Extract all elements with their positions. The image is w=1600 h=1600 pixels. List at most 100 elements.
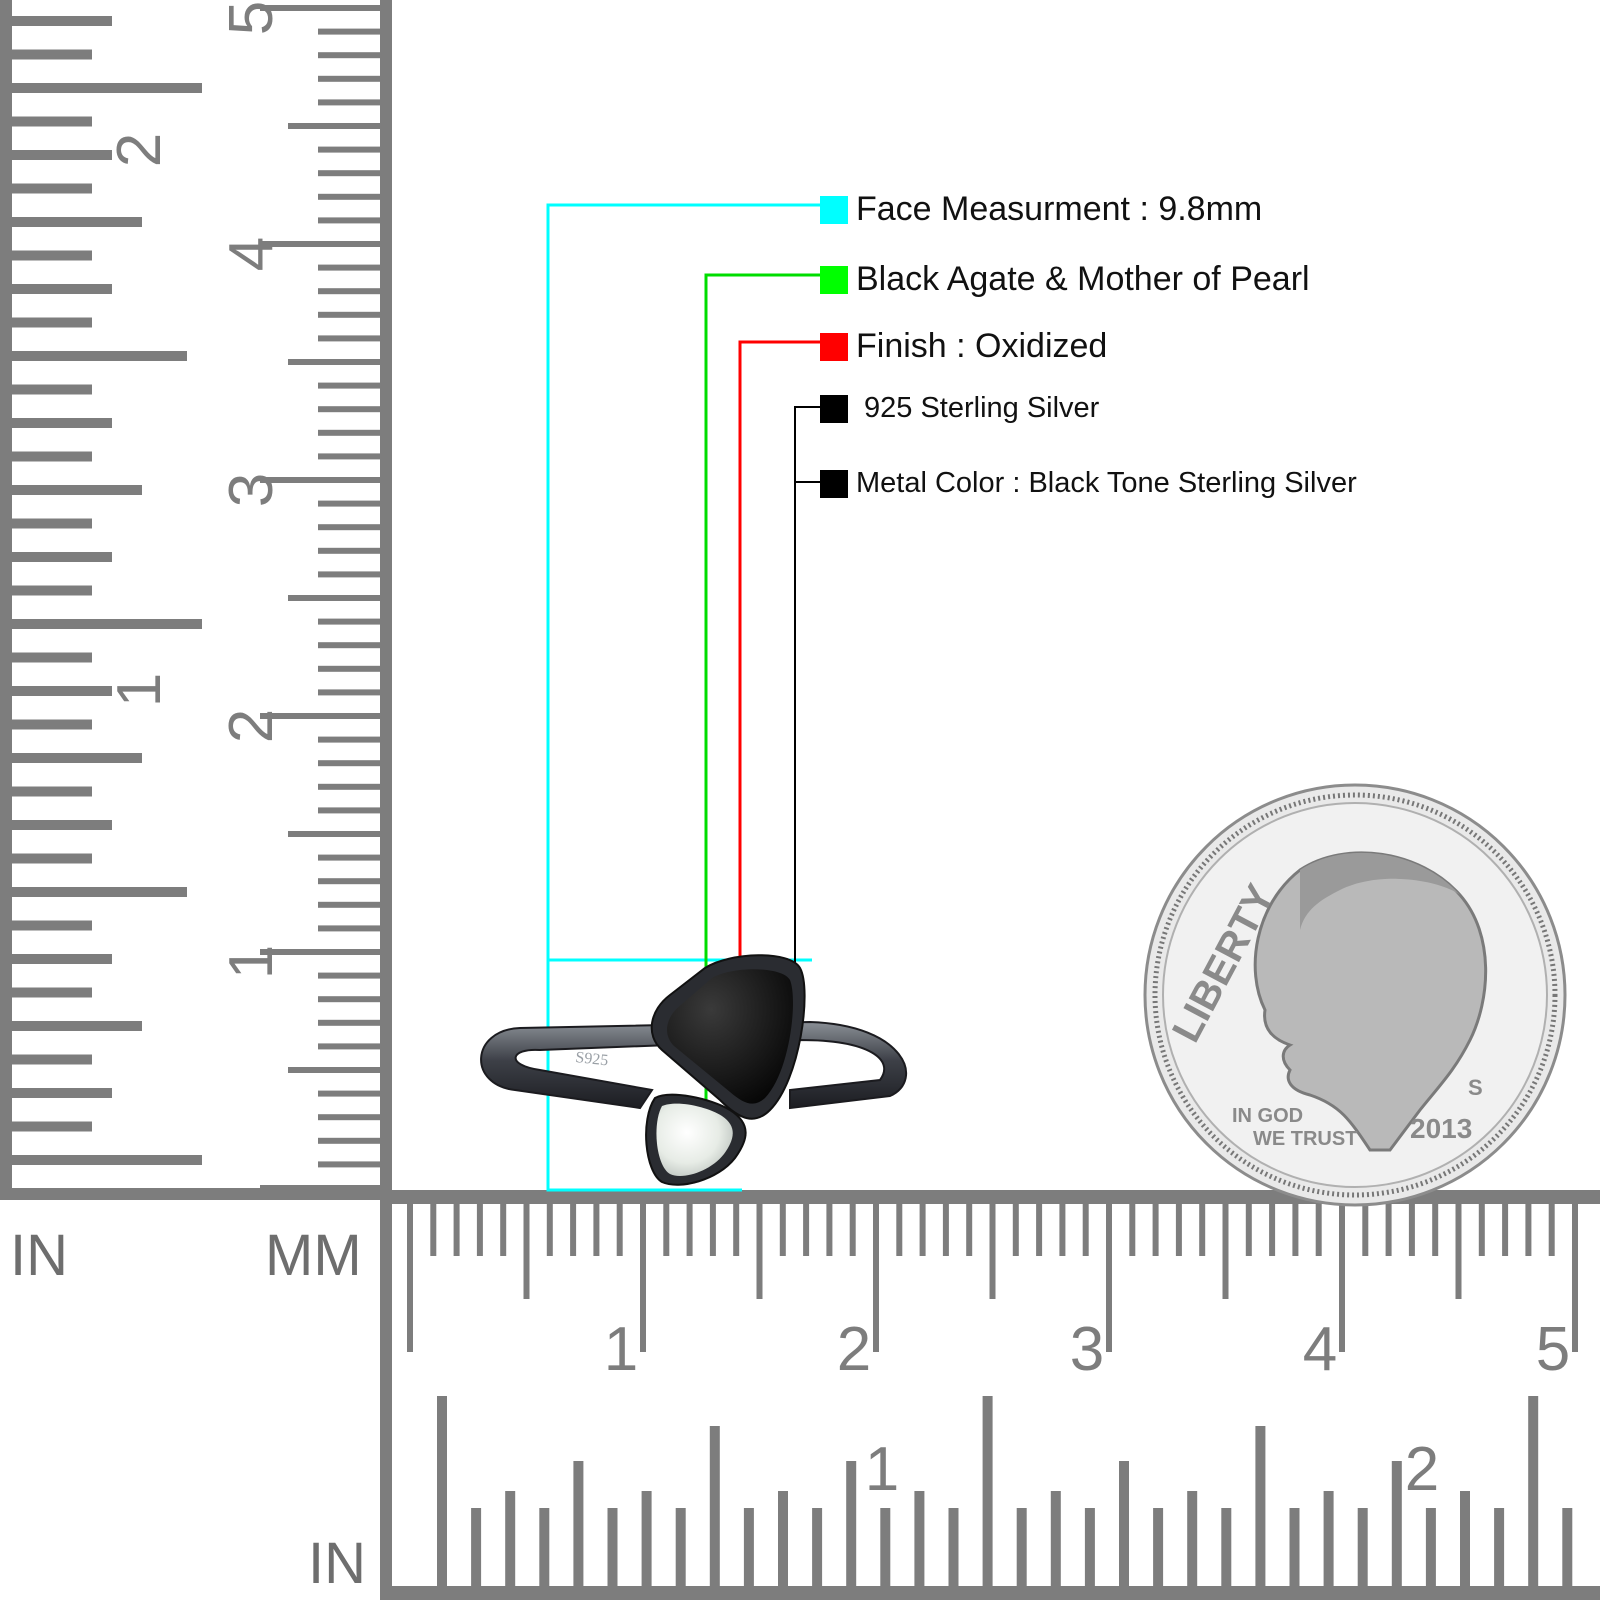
in-tick [880, 1508, 891, 1586]
mm-tick [318, 193, 380, 200]
in-tick [12, 954, 112, 964]
mm-tick [1385, 1204, 1392, 1256]
in-tick [12, 686, 112, 696]
in-tick [1050, 1491, 1061, 1586]
mm-tick [500, 1204, 507, 1256]
face-leader-line [546, 203, 820, 1192]
mm-tick [1199, 1204, 1206, 1256]
in-tick [12, 887, 187, 897]
mm-tick [318, 1114, 380, 1121]
in-tick [675, 1508, 686, 1586]
in-tick [12, 585, 92, 596]
mm-tick [1152, 1204, 1159, 1256]
mm-tick [709, 1204, 716, 1256]
in-tick [12, 384, 92, 395]
mm-tick [849, 1204, 856, 1256]
mm-tick [318, 288, 380, 295]
in-tick [607, 1508, 618, 1586]
in-tick [1187, 1491, 1198, 1586]
mm-tick [318, 1043, 380, 1050]
mm-tick [1432, 1204, 1439, 1256]
in-tick [12, 183, 92, 194]
mm-tick [318, 406, 380, 413]
mm-tick [318, 75, 380, 82]
mm-tick [318, 783, 380, 790]
mm-tick [640, 1204, 646, 1352]
in-tick [437, 1396, 447, 1586]
mm-tick [260, 713, 380, 719]
in-tick [539, 1508, 550, 1586]
mm-tick [318, 996, 380, 1003]
in-tick [948, 1508, 959, 1586]
mm-tick [318, 807, 380, 814]
mm-tick [318, 170, 380, 177]
mm-tick [453, 1204, 460, 1256]
mm-tick [1502, 1204, 1509, 1256]
mm-tick [1362, 1204, 1369, 1256]
in-tick [12, 920, 92, 931]
in-tick [778, 1491, 788, 1586]
ring-band-back [480, 1020, 908, 1110]
mm-number: 2 [217, 709, 286, 743]
mm-tick [779, 1204, 786, 1256]
in-tick [12, 1054, 92, 1065]
spec-metal-row: 925 Sterling Silver [820, 392, 1099, 425]
mm-tick [288, 595, 380, 601]
spec-metal-text: 925 Sterling Silver [864, 392, 1100, 424]
ring-stamp: S925 [575, 1049, 610, 1069]
in-tick [12, 1121, 92, 1132]
in-tick [12, 116, 92, 127]
mm-tick [318, 618, 380, 625]
mm-number: 3 [217, 473, 286, 507]
mm-number: 1 [217, 945, 286, 979]
mm-tick [686, 1204, 693, 1256]
mm-tick [873, 1204, 879, 1352]
mm-tick [593, 1204, 600, 1256]
mm-tick [318, 264, 380, 271]
finish-swatch [820, 332, 848, 361]
ring-illustration: S925 [480, 954, 908, 1186]
in-tick [12, 284, 112, 294]
mm-tick [1106, 1204, 1112, 1352]
in-tick [12, 786, 92, 797]
in-tick [12, 552, 112, 562]
in-tick [982, 1396, 993, 1586]
mm-tick [318, 665, 380, 672]
mm-tick [1036, 1204, 1043, 1256]
bottom-in-label: IN [308, 1531, 366, 1596]
mm-tick [260, 477, 380, 483]
mm-tick [1245, 1204, 1252, 1256]
mm-tick [407, 1204, 413, 1352]
in-tick [12, 753, 142, 763]
spec-stone-text: Black Agate & Mother of Pearl [856, 260, 1310, 298]
face-swatch [820, 195, 848, 224]
mm-tick [318, 429, 380, 436]
mm-tick [288, 1067, 380, 1073]
mm-number: 4 [1303, 1315, 1337, 1384]
in-tick [1119, 1461, 1129, 1586]
in-tick [1425, 1508, 1436, 1586]
in-tick [12, 150, 112, 160]
mm-tick [1269, 1204, 1276, 1256]
mm-number: 5 [217, 1, 286, 35]
metal-color-swatch [820, 469, 848, 498]
mm-tick [896, 1204, 903, 1256]
mm-tick [733, 1204, 740, 1256]
mm-tick [318, 878, 380, 885]
mm-tick [756, 1204, 763, 1299]
in-tick [12, 83, 202, 93]
mm-tick [318, 453, 380, 460]
mm-tick [318, 335, 380, 342]
in-tick [12, 518, 92, 529]
mm-tick [1175, 1204, 1182, 1256]
in-tick [1016, 1508, 1027, 1586]
mm-tick [318, 1161, 380, 1168]
mm-tick [826, 1204, 833, 1256]
agate-stone [667, 969, 793, 1104]
metal-swatch [820, 394, 848, 423]
in-tick [812, 1508, 823, 1586]
mm-tick [318, 1137, 380, 1144]
mm-tick [476, 1204, 483, 1256]
in-tick [12, 217, 142, 227]
